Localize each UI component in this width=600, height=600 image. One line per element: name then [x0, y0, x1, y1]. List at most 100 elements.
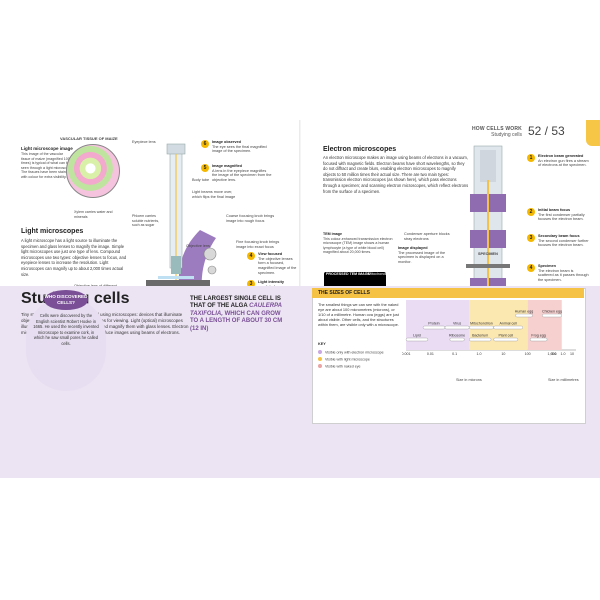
key-label: Visible only with electron microscope — [325, 350, 384, 355]
em-step-1: 1 Electron beam generated An electron gu… — [527, 154, 590, 168]
step-text: An electron gun fires a stream of electr… — [538, 158, 589, 168]
size-bar — [422, 325, 446, 330]
step-number: 3 — [527, 234, 535, 242]
x-tick-label: 100 — [525, 352, 531, 356]
processed-tem-title: PROCESSED TEM IMAGE — [326, 272, 370, 276]
key-swatch — [318, 357, 322, 361]
mm-tick-label: 0.1 — [552, 352, 557, 356]
size-bar-label: Ribosome — [449, 334, 465, 338]
axis-label-mm: Size in millimetres — [548, 378, 579, 382]
electron-gun — [480, 150, 496, 182]
eyepiece-label: Eyepiece lens — [132, 140, 156, 144]
tem-image-block: TEM image This colour-enhanced transmiss… — [323, 232, 393, 255]
size-bar — [542, 313, 562, 318]
step-number: 2 — [527, 208, 535, 216]
fact-prefix: THE — [190, 296, 202, 302]
size-bar-label: Mitochondrion — [470, 322, 493, 326]
key-label: Visible with naked eye — [325, 364, 361, 369]
section-title: HOW CELLS WORK — [471, 126, 522, 132]
step-title: Specimen — [538, 264, 556, 268]
light-microscopes-body: A light microscope has a light source to… — [21, 238, 127, 277]
x-tick-label: 1,000 — [548, 352, 557, 356]
size-bar-label: Chicken egg — [542, 310, 562, 314]
condenser-aperture-note: Condenser aperture blocks stray electron… — [404, 232, 450, 241]
objective — [171, 256, 181, 274]
size-bar-label: Bacterium — [472, 334, 488, 338]
size-bar-label: Human egg — [515, 310, 534, 314]
step-number: 4 — [527, 264, 535, 272]
image-displayed-text: The processed image of the specimen is d… — [398, 250, 446, 264]
key-swatch — [318, 364, 322, 368]
key-row-light: Visible with light microscope — [318, 357, 370, 362]
key-title: KEY — [318, 342, 326, 346]
visibility-band-1 — [469, 300, 528, 350]
x-tick-label: 1.0 — [477, 352, 482, 356]
size-bar — [515, 313, 533, 318]
maize-tissue-image — [66, 144, 120, 198]
step-title: Initial beam focus — [538, 208, 571, 212]
size-bar — [493, 325, 523, 330]
image-displayed-title: Image displayed — [398, 246, 428, 250]
light-path-label: Light beams move over, which flips the f… — [192, 190, 236, 199]
lm-step-4: 4 View focused The objective lenses form… — [247, 252, 298, 276]
xylem-caption: Xylem carries water and minerals — [74, 210, 113, 219]
mm-tick-label: 1.0 — [561, 352, 566, 356]
largest-cell-fact: THE LARGEST SINGLE CELL IS THAT OF THE A… — [190, 296, 284, 333]
size-bar-label: Protein — [428, 322, 439, 326]
specimen-stage — [466, 264, 510, 268]
light-microscopes-heading: Light microscopes — [21, 228, 84, 235]
em-step-3: 3 Secondary beam focus The second conden… — [527, 234, 590, 248]
visibility-band-2 — [527, 300, 562, 350]
size-bar — [529, 337, 548, 342]
tem-image-text: This colour-enhanced transmission electr… — [323, 236, 393, 255]
step-number: 6 — [201, 140, 209, 148]
microscope-slide — [158, 276, 194, 279]
step-title: Electron beam generated — [538, 154, 584, 158]
size-bar — [405, 337, 429, 342]
x-tick-label: 10 — [501, 352, 505, 356]
x-tick-label: 0.001 — [402, 352, 411, 356]
step-text: The eye sees the final magnified image o… — [212, 144, 267, 154]
arc-label: VASCULAR TISSUE OF MAIZE — [60, 136, 118, 141]
step-text: The objective lenses form a focused, mag… — [258, 256, 297, 275]
coarse-knob — [203, 247, 217, 261]
size-bar-label: Lipid — [413, 334, 421, 338]
visibility-band-0 — [406, 300, 470, 350]
size-bar — [493, 337, 519, 342]
body-tube-label: Body tube — [192, 178, 210, 182]
key-row-naked-eye: Visible with naked eye — [318, 364, 361, 369]
studying-cells-title: Studying cells — [21, 290, 130, 307]
step-number: 5 — [201, 164, 209, 172]
lm-image-description: This image of the vascular tissue of mai… — [21, 152, 73, 179]
key-swatch — [318, 350, 322, 354]
chapter-tab — [586, 120, 600, 146]
electron-microscopes-body: An electron microscope makes an image us… — [323, 155, 469, 194]
axis-label-microns: Size in microns — [456, 378, 482, 382]
book-spread: HOW CELLS WORK Studying cells 52 / 53 VA… — [0, 120, 600, 478]
mm-tick-label: 10 — [570, 352, 574, 356]
mitochondrion-label: Mitochondrion — [368, 272, 392, 276]
sizes-of-cells-heading: THE SIZES OF CELLS — [312, 288, 584, 298]
step-text: A lens in the eyepiece magnifies the ima… — [212, 168, 272, 183]
step-number: 3 — [247, 280, 255, 288]
subsection-title: Studying cells — [491, 132, 522, 138]
studying-cells-description: Tiny structures such as cells are studie… — [21, 312, 189, 335]
key-row-electron: Visible only with electron microscope — [318, 350, 384, 355]
sizes-of-cells-text: The smallest things we can see with the … — [318, 302, 399, 327]
lm-step-5: 5 Image magnified A lens in the eyepiece… — [201, 164, 272, 183]
step-text: The second condenser further focuses the… — [538, 238, 589, 248]
size-bar-label: Plant cell — [498, 334, 513, 338]
fine-knob — [207, 265, 217, 275]
size-bar — [469, 337, 492, 342]
fact-body: LARGEST SINGLE CELL IS THAT OF THE ALGA — [190, 296, 281, 310]
fact-suffix: WHICH CAN GROW TO A LENGTH OF ABOUT 30 C… — [190, 310, 283, 332]
x-tick-label: 0.01 — [427, 352, 434, 356]
lm-image-title: Light microscope image — [21, 146, 73, 151]
phloem-caption: Phloem carries soluble nutrients, such a… — [132, 214, 160, 228]
specimen-label: SPECIMEN — [478, 252, 498, 256]
running-header: HOW CELLS WORK Studying cells — [472, 126, 522, 138]
step-number: 1 — [527, 154, 535, 162]
microscope-stage — [146, 280, 210, 286]
size-bar — [444, 325, 470, 330]
